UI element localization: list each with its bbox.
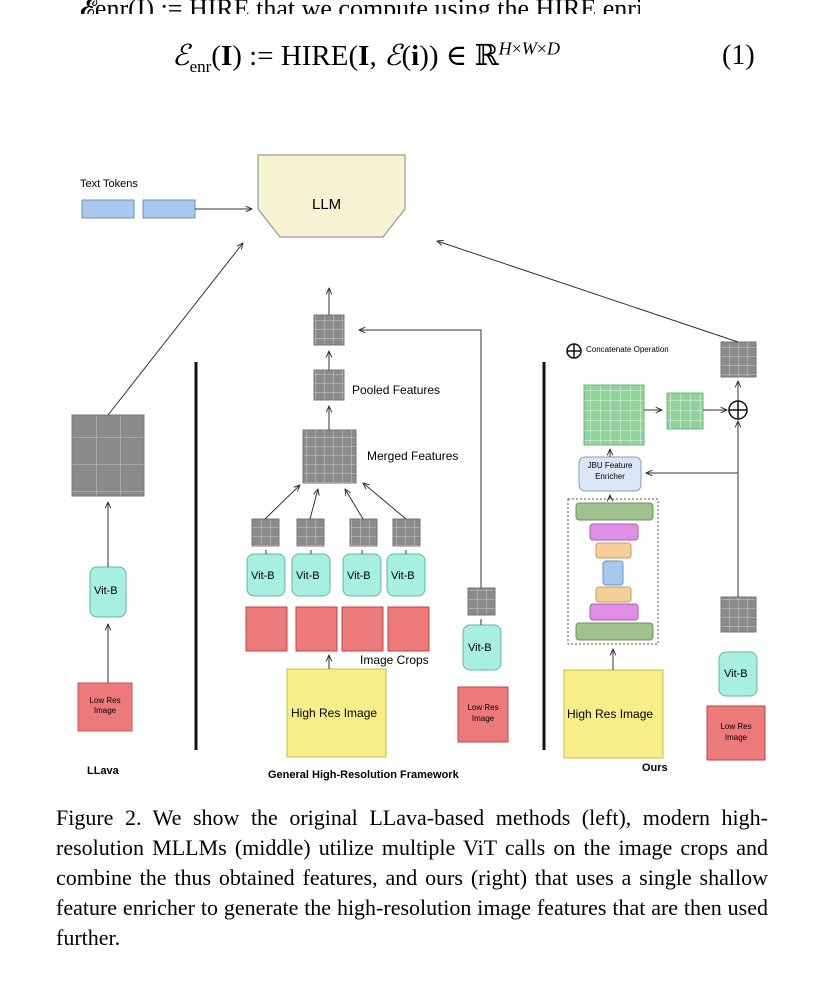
image-crop-1 (245, 606, 288, 652)
jbu-label-line2: Enricher (595, 472, 625, 481)
llava-low-res-line1: Low Res (89, 696, 121, 705)
ours-vit (718, 651, 758, 697)
ours-green-large (583, 384, 645, 446)
general-side-vit (462, 624, 502, 671)
image-crop-4 (387, 606, 430, 652)
image-crop-3 (341, 606, 384, 652)
general-side-vit-label: Vit-B (468, 642, 492, 654)
general-side-low-res (457, 686, 509, 743)
image-crops-label: Image Crops (360, 653, 429, 667)
crop-features-1 (251, 518, 280, 547)
equation-number: (1) (722, 40, 755, 71)
general-high-res-image (286, 668, 387, 758)
enricher-layer-2 (589, 523, 639, 541)
enricher-layer-4 (602, 560, 624, 586)
ours-low-res-label: Low Res Image (707, 723, 765, 742)
merged-features-label: Merged Features (367, 449, 459, 463)
ours-low-res (706, 705, 766, 761)
llava-low-res-image (77, 682, 133, 732)
concat-legend-label: Concatenate Operation (586, 345, 669, 354)
jbu-label: JBU Feature Enricher (579, 462, 641, 481)
enricher-layer-7 (575, 622, 654, 641)
truncated-text-line: 𝓔enr(I) := HIRE that we compute using th… (80, 0, 640, 14)
crop-features-2 (296, 518, 325, 547)
general-high-res-label: High Res Image (291, 706, 378, 720)
general-side-low-res-line1: Low Res (467, 703, 499, 712)
enricher-layer-5 (595, 586, 632, 603)
crop-features-4 (392, 518, 421, 547)
general-vit-2-label: Vit-B (296, 570, 320, 582)
pooled-features-label: Pooled Features (352, 383, 441, 397)
general-top-features (313, 314, 345, 346)
text-token-1 (81, 199, 135, 219)
ours-caption: Ours (642, 762, 668, 774)
figure-diagram (71, 154, 766, 761)
enricher-layer-1 (575, 502, 654, 521)
ours-vit-label: Vit-B (724, 668, 748, 680)
general-vit-4-label: Vit-B (391, 570, 415, 582)
llava-features (71, 414, 145, 497)
figure-caption: Figure 2. We show the original LLava-bas… (56, 805, 768, 950)
general-vit-3-label: Vit-B (347, 570, 371, 582)
general-vit-1-label: Vit-B (251, 570, 275, 582)
general-side-features (467, 587, 496, 616)
llava-caption: LLava (87, 765, 119, 777)
llava-vit-label: Vit-B (94, 585, 118, 597)
jbu-label-line1: JBU Feature (587, 461, 633, 470)
equation-script-e: ℰ (172, 40, 190, 72)
general-pooled-features (313, 369, 345, 401)
ours-low-res-line2: Image (724, 733, 748, 742)
llava-low-res-label: Low Res Image (78, 697, 132, 715)
ours-top-features (720, 341, 757, 378)
general-side-low-res-line2: Image (471, 714, 495, 723)
ours-green-small (666, 392, 704, 430)
general-caption: General High-Resolution Framework (268, 769, 459, 781)
enricher-layer-3 (595, 542, 632, 559)
llm-block (257, 154, 406, 238)
figure-2: LLM Text Tokens Vit-B Low Res Image LLav… (0, 140, 820, 800)
llm-label: LLM (312, 196, 342, 213)
enricher-layer-6 (589, 603, 639, 621)
llava-low-res-line2: Image (93, 706, 117, 715)
general-merged-features (302, 429, 357, 484)
text-tokens-label: Text Tokens (80, 178, 138, 190)
ours-low-res-line1: Low Res (720, 722, 752, 731)
crop-features-3 (349, 518, 378, 547)
ours-vit-features (720, 596, 757, 633)
text-token-2 (142, 199, 196, 219)
equation: ℰenr(I) := HIRE(I, ℰ(i)) ∈ ℝH×W×D (172, 38, 560, 76)
ours-high-res-label: High Res Image (567, 707, 654, 721)
image-crop-2 (295, 606, 338, 652)
general-side-low-res-label: Low Res Image (458, 704, 508, 723)
